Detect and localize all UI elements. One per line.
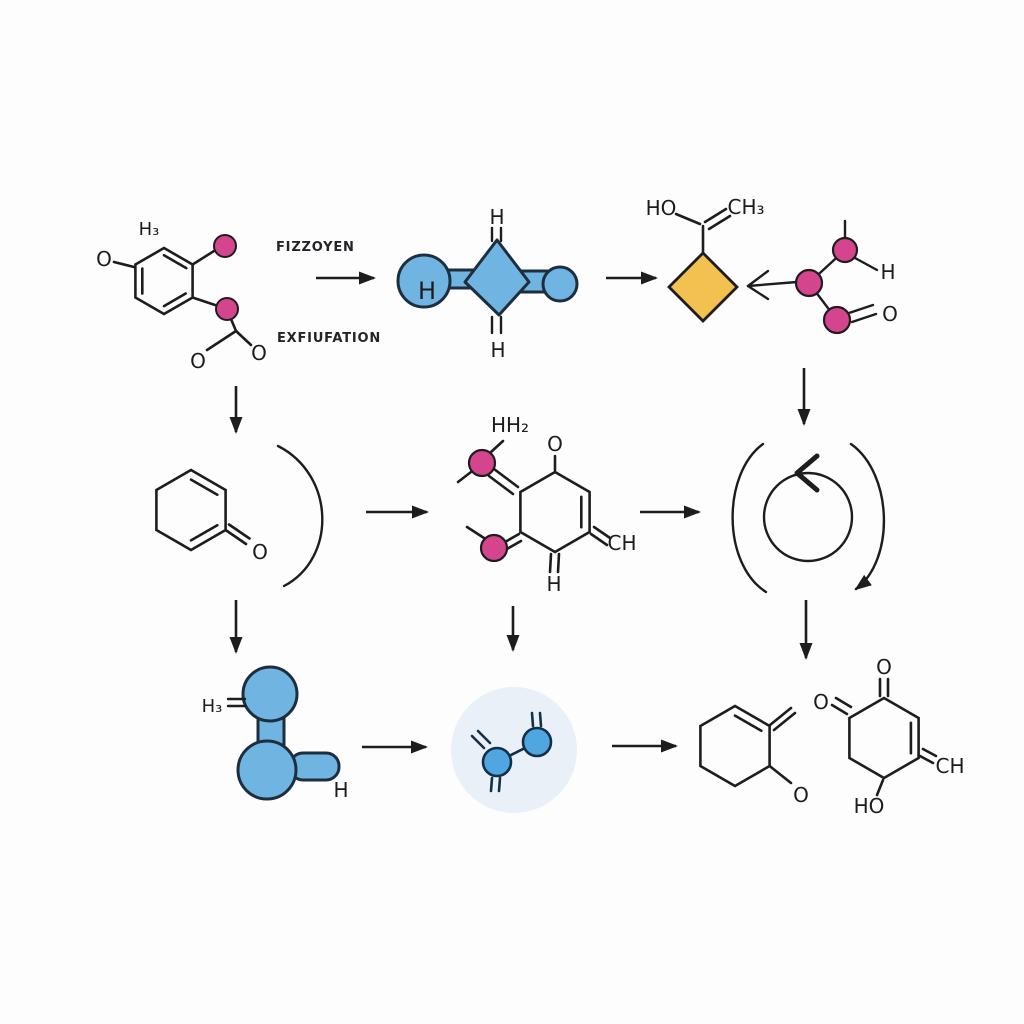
pink-fragment-molecule — [794, 219, 879, 335]
pink-atom — [467, 448, 497, 478]
reactant-h3-label: H₃ — [139, 219, 160, 240]
blue-lobe-left — [396, 253, 452, 309]
cycle-outer-left-arc — [731, 442, 768, 594]
diene-h-label: H — [546, 572, 561, 596]
blue-blob-bottom — [236, 665, 341, 801]
cycle-outer-right-arc — [849, 442, 886, 591]
blue-top-h-bottom: H — [490, 338, 505, 362]
enone-ring — [155, 468, 227, 552]
blue-small-atom — [521, 726, 553, 758]
step-label-2: EXFIUFATION — [277, 331, 381, 346]
enol-ho-label: HO — [646, 196, 677, 220]
product-b-molecule — [830, 677, 938, 797]
pink-fragment-h-label: H — [880, 260, 895, 284]
blue-small-atom — [481, 746, 513, 778]
enol-ch3-label: CH₃ — [727, 195, 764, 219]
product-b-ch-label: CH — [935, 754, 964, 778]
pink-fragment-o-label: O — [882, 302, 898, 326]
blue-lobe-top — [241, 665, 299, 723]
diene-o-label: O — [547, 432, 563, 456]
blob-h3-label: H₃ — [202, 696, 223, 717]
product-a-ring — [699, 704, 771, 788]
diene-ring — [519, 470, 591, 554]
pink-atom — [831, 236, 859, 264]
enone-o-label: O — [252, 540, 268, 564]
bracket-arc — [276, 444, 324, 588]
diene-ch-label: CH — [607, 531, 636, 555]
product-a-molecule — [699, 704, 797, 788]
blue-molecule-top — [396, 238, 579, 317]
blue-lobe-bottom — [236, 739, 298, 801]
pink-atom — [794, 268, 824, 298]
step-label-1: FIZZOYEN — [276, 240, 355, 255]
cycle-chevron — [794, 453, 820, 493]
reactant-molecule — [112, 234, 253, 352]
reactant-o-left-label: O — [96, 247, 112, 271]
pink-atom — [479, 533, 509, 563]
diene-molecule — [456, 439, 612, 574]
enol-diamond-molecule — [667, 207, 739, 323]
product-b-ring — [848, 696, 920, 780]
blue-blob-bonds — [226, 697, 247, 708]
diene-hh2-label: HH₂ — [491, 413, 529, 437]
yellow-diamond — [667, 251, 739, 323]
pale-circle-molecule — [451, 687, 577, 813]
blue-top-h-top: H — [489, 205, 504, 229]
product-b-o-side-label: O — [813, 690, 829, 714]
pale-highlight-circle — [451, 687, 577, 813]
enone-molecule — [155, 468, 251, 552]
pink-atom — [215, 297, 239, 321]
pink-atom — [213, 234, 237, 258]
benzene-ring — [134, 246, 194, 316]
blue-lobe-right — [541, 265, 579, 303]
product-a-o-label: O — [793, 783, 809, 807]
blue-lobe-center — [463, 238, 531, 317]
cycle-symbol — [731, 442, 886, 594]
reactant-o-ester-right-label: O — [251, 341, 267, 365]
blue-molecule-top-bonds — [490, 226, 503, 335]
blue-top-h-inside: H — [418, 277, 436, 305]
reactant-o-ester-left-label: O — [190, 349, 206, 373]
arrow-left-open — [746, 269, 799, 301]
product-b-o-top-label: O — [876, 655, 892, 679]
pink-atom — [822, 305, 852, 335]
cycle-inner-circle — [762, 471, 854, 563]
blob-h-label: H — [333, 778, 348, 802]
product-b-ho-label: HO — [854, 794, 885, 818]
